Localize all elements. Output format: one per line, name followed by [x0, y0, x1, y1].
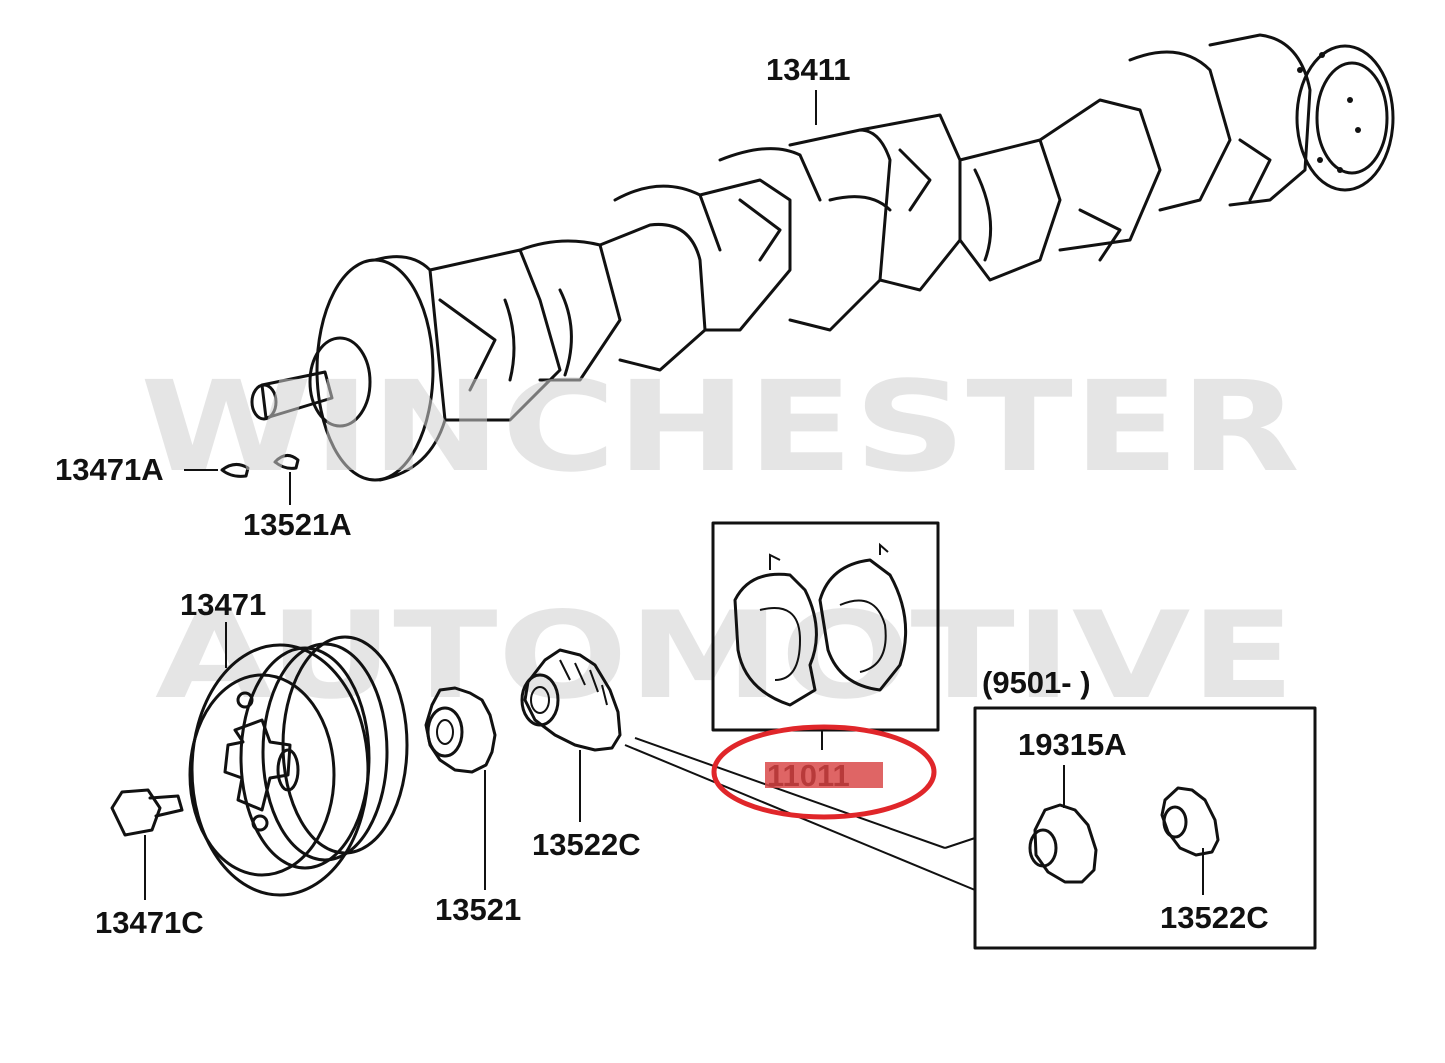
- gear-inset: [973, 706, 1317, 950]
- label-key-a: 13471A: [55, 452, 164, 487]
- pulley-drawing: [188, 635, 409, 897]
- label-inset-gear-a: 19315A: [1018, 727, 1127, 762]
- key-drawings: [220, 454, 300, 478]
- inset-date-range: (9501- ): [982, 665, 1091, 700]
- watermark-line2: AUTOMOTIVE: [155, 587, 1295, 726]
- crankshaft-drawing: [250, 33, 1395, 482]
- label-bearing-set: 11011: [767, 758, 850, 793]
- label-inset-gear-c: 13522C: [1160, 900, 1269, 935]
- highlight-11011: [711, 724, 937, 820]
- highlight-ring: [711, 724, 937, 820]
- gear-13521-drawing: [424, 686, 497, 774]
- bearing-inset: [711, 521, 940, 732]
- gear-13522c-drawing: [520, 648, 622, 752]
- highlight-fill: [765, 762, 883, 788]
- label-gear: 13521: [435, 892, 521, 927]
- label-crankshaft: 13411: [766, 52, 851, 87]
- bolt-drawing: [110, 788, 184, 837]
- label-gear-c: 13522C: [532, 827, 641, 862]
- watermark-line1: WINCHESTER: [140, 355, 1300, 500]
- label-pulley: 13471: [180, 587, 266, 622]
- label-key-b: 13521A: [243, 507, 352, 542]
- label-bolt: 13471C: [95, 905, 204, 940]
